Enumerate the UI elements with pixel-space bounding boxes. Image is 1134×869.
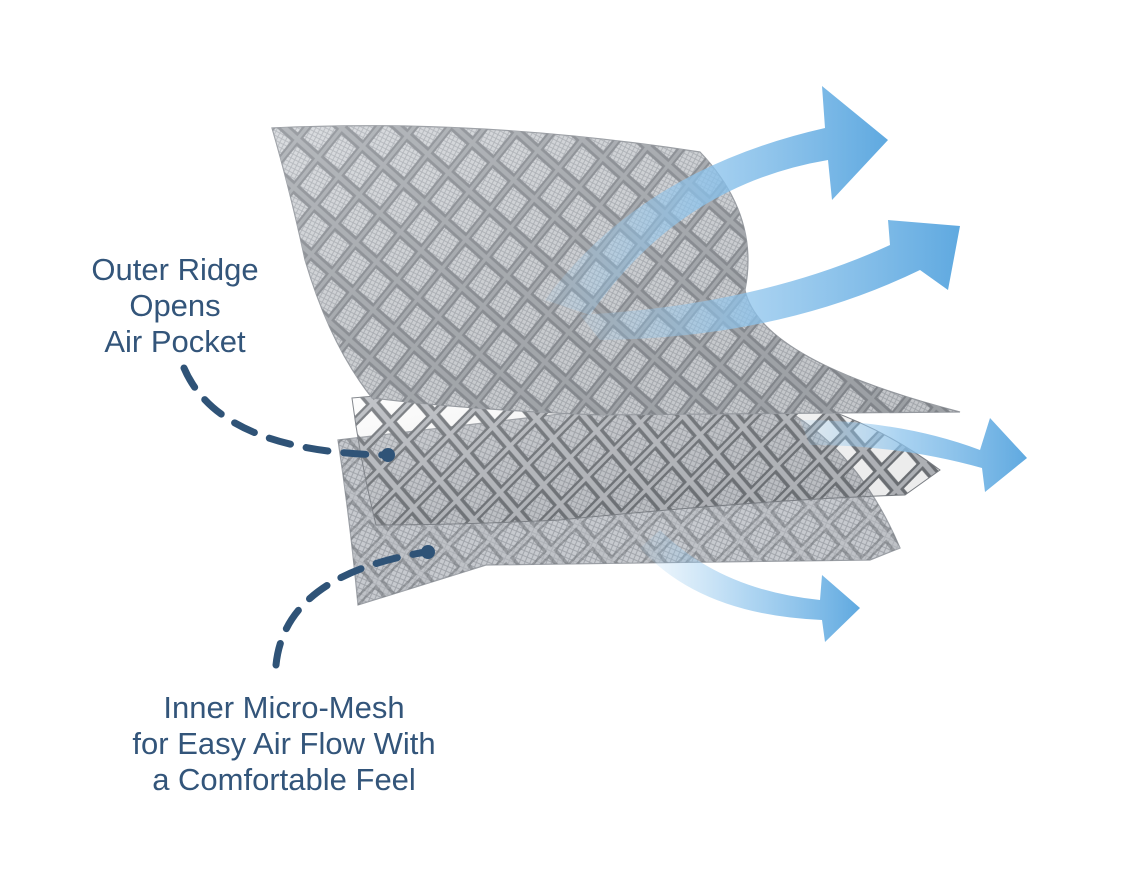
inner-ridge-lattice-layer [351, 386, 941, 526]
airflow-arrow-bottom-icon [640, 530, 860, 642]
airflow-arrow-top-icon [545, 86, 888, 315]
inner-mesh-callout-line-3: a Comfortable Feel [152, 762, 416, 797]
airflow-arrow-lower-middle-icon [800, 418, 1027, 492]
outer-ridge-leader-dot [381, 448, 395, 462]
leader-line-endpoints [381, 448, 435, 559]
outer-ridge-callout-line-3: Air Pocket [104, 324, 246, 359]
outer-ridge-callout-line-1: Outer Ridge [91, 252, 259, 287]
airflow-arrows [545, 86, 1027, 642]
inner-mesh-leader-line [272, 548, 430, 669]
outer-ridge-leader-line [180, 364, 390, 459]
outer-ridge-callout: Outer Ridge Opens Air Pocket [70, 252, 280, 360]
inner-mesh-leader-dot [421, 545, 435, 559]
outer-ridge-callout-line-2: Opens [129, 288, 221, 323]
airflow-arrow-upper-middle-icon [580, 220, 960, 340]
leader-lines [180, 364, 430, 669]
inner-mesh-callout: Inner Micro-Mesh for Easy Air Flow With … [104, 690, 464, 798]
inner-mesh-callout-line-1: Inner Micro-Mesh [163, 690, 405, 725]
inner-mesh-callout-line-2: for Easy Air Flow With [132, 726, 436, 761]
